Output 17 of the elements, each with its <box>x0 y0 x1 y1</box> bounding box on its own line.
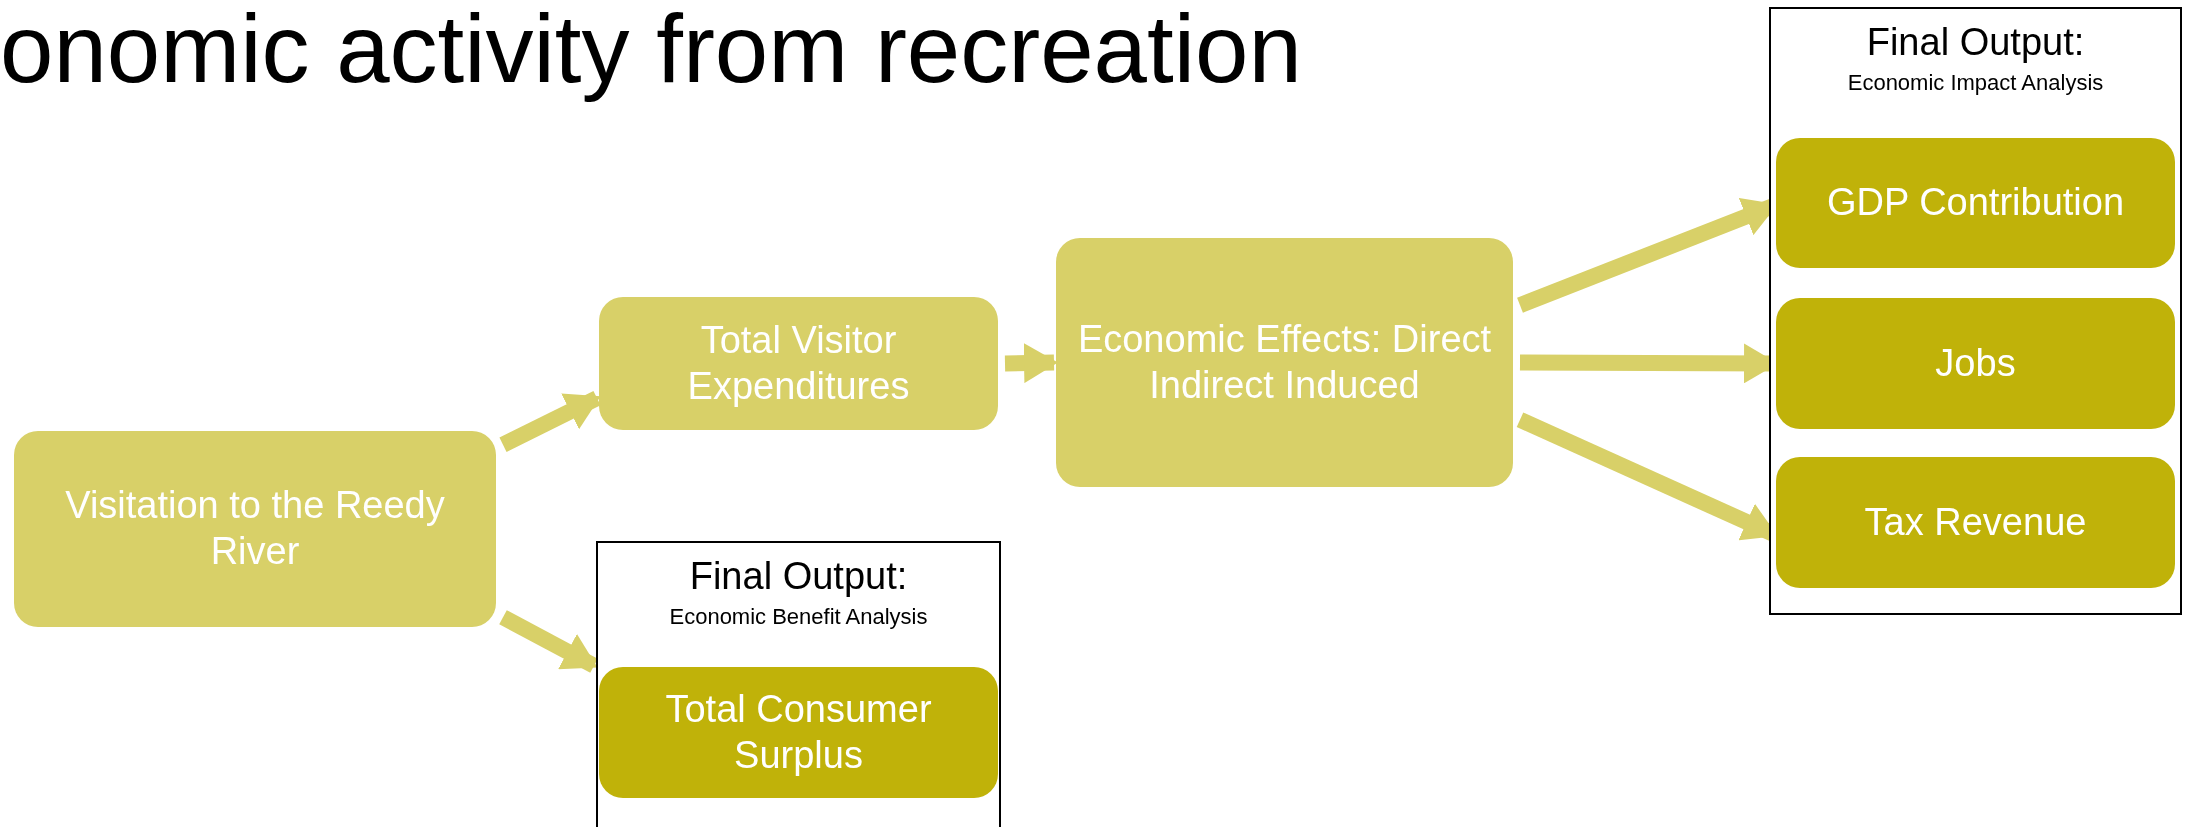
process-box: Total Visitor Expenditures <box>599 297 998 430</box>
group-heading: Final Output: <box>689 555 908 598</box>
output-box: Jobs <box>1776 298 2175 429</box>
process-box: Economic Effects: Direct Indirect Induced <box>1056 238 1513 487</box>
output-group-frame <box>596 541 1001 827</box>
output-box: Tax Revenue <box>1776 457 2175 588</box>
block-arrow <box>499 390 601 452</box>
group-subheading: Economic Impact Analysis <box>1847 70 2104 96</box>
output-group-frame <box>1769 7 2182 615</box>
block-arrow <box>1004 343 1058 384</box>
group-heading: Final Output: <box>1866 21 2085 64</box>
output-box: GDP Contribution <box>1776 138 2175 268</box>
output-box: Total Consumer Surplus <box>599 667 998 798</box>
title: onomic activity from recreation <box>0 0 1302 102</box>
block-arrow <box>499 610 598 673</box>
group-subheading: Economic Benefit Analysis <box>669 604 928 630</box>
process-box: Visitation to the Reedy River <box>14 431 496 627</box>
